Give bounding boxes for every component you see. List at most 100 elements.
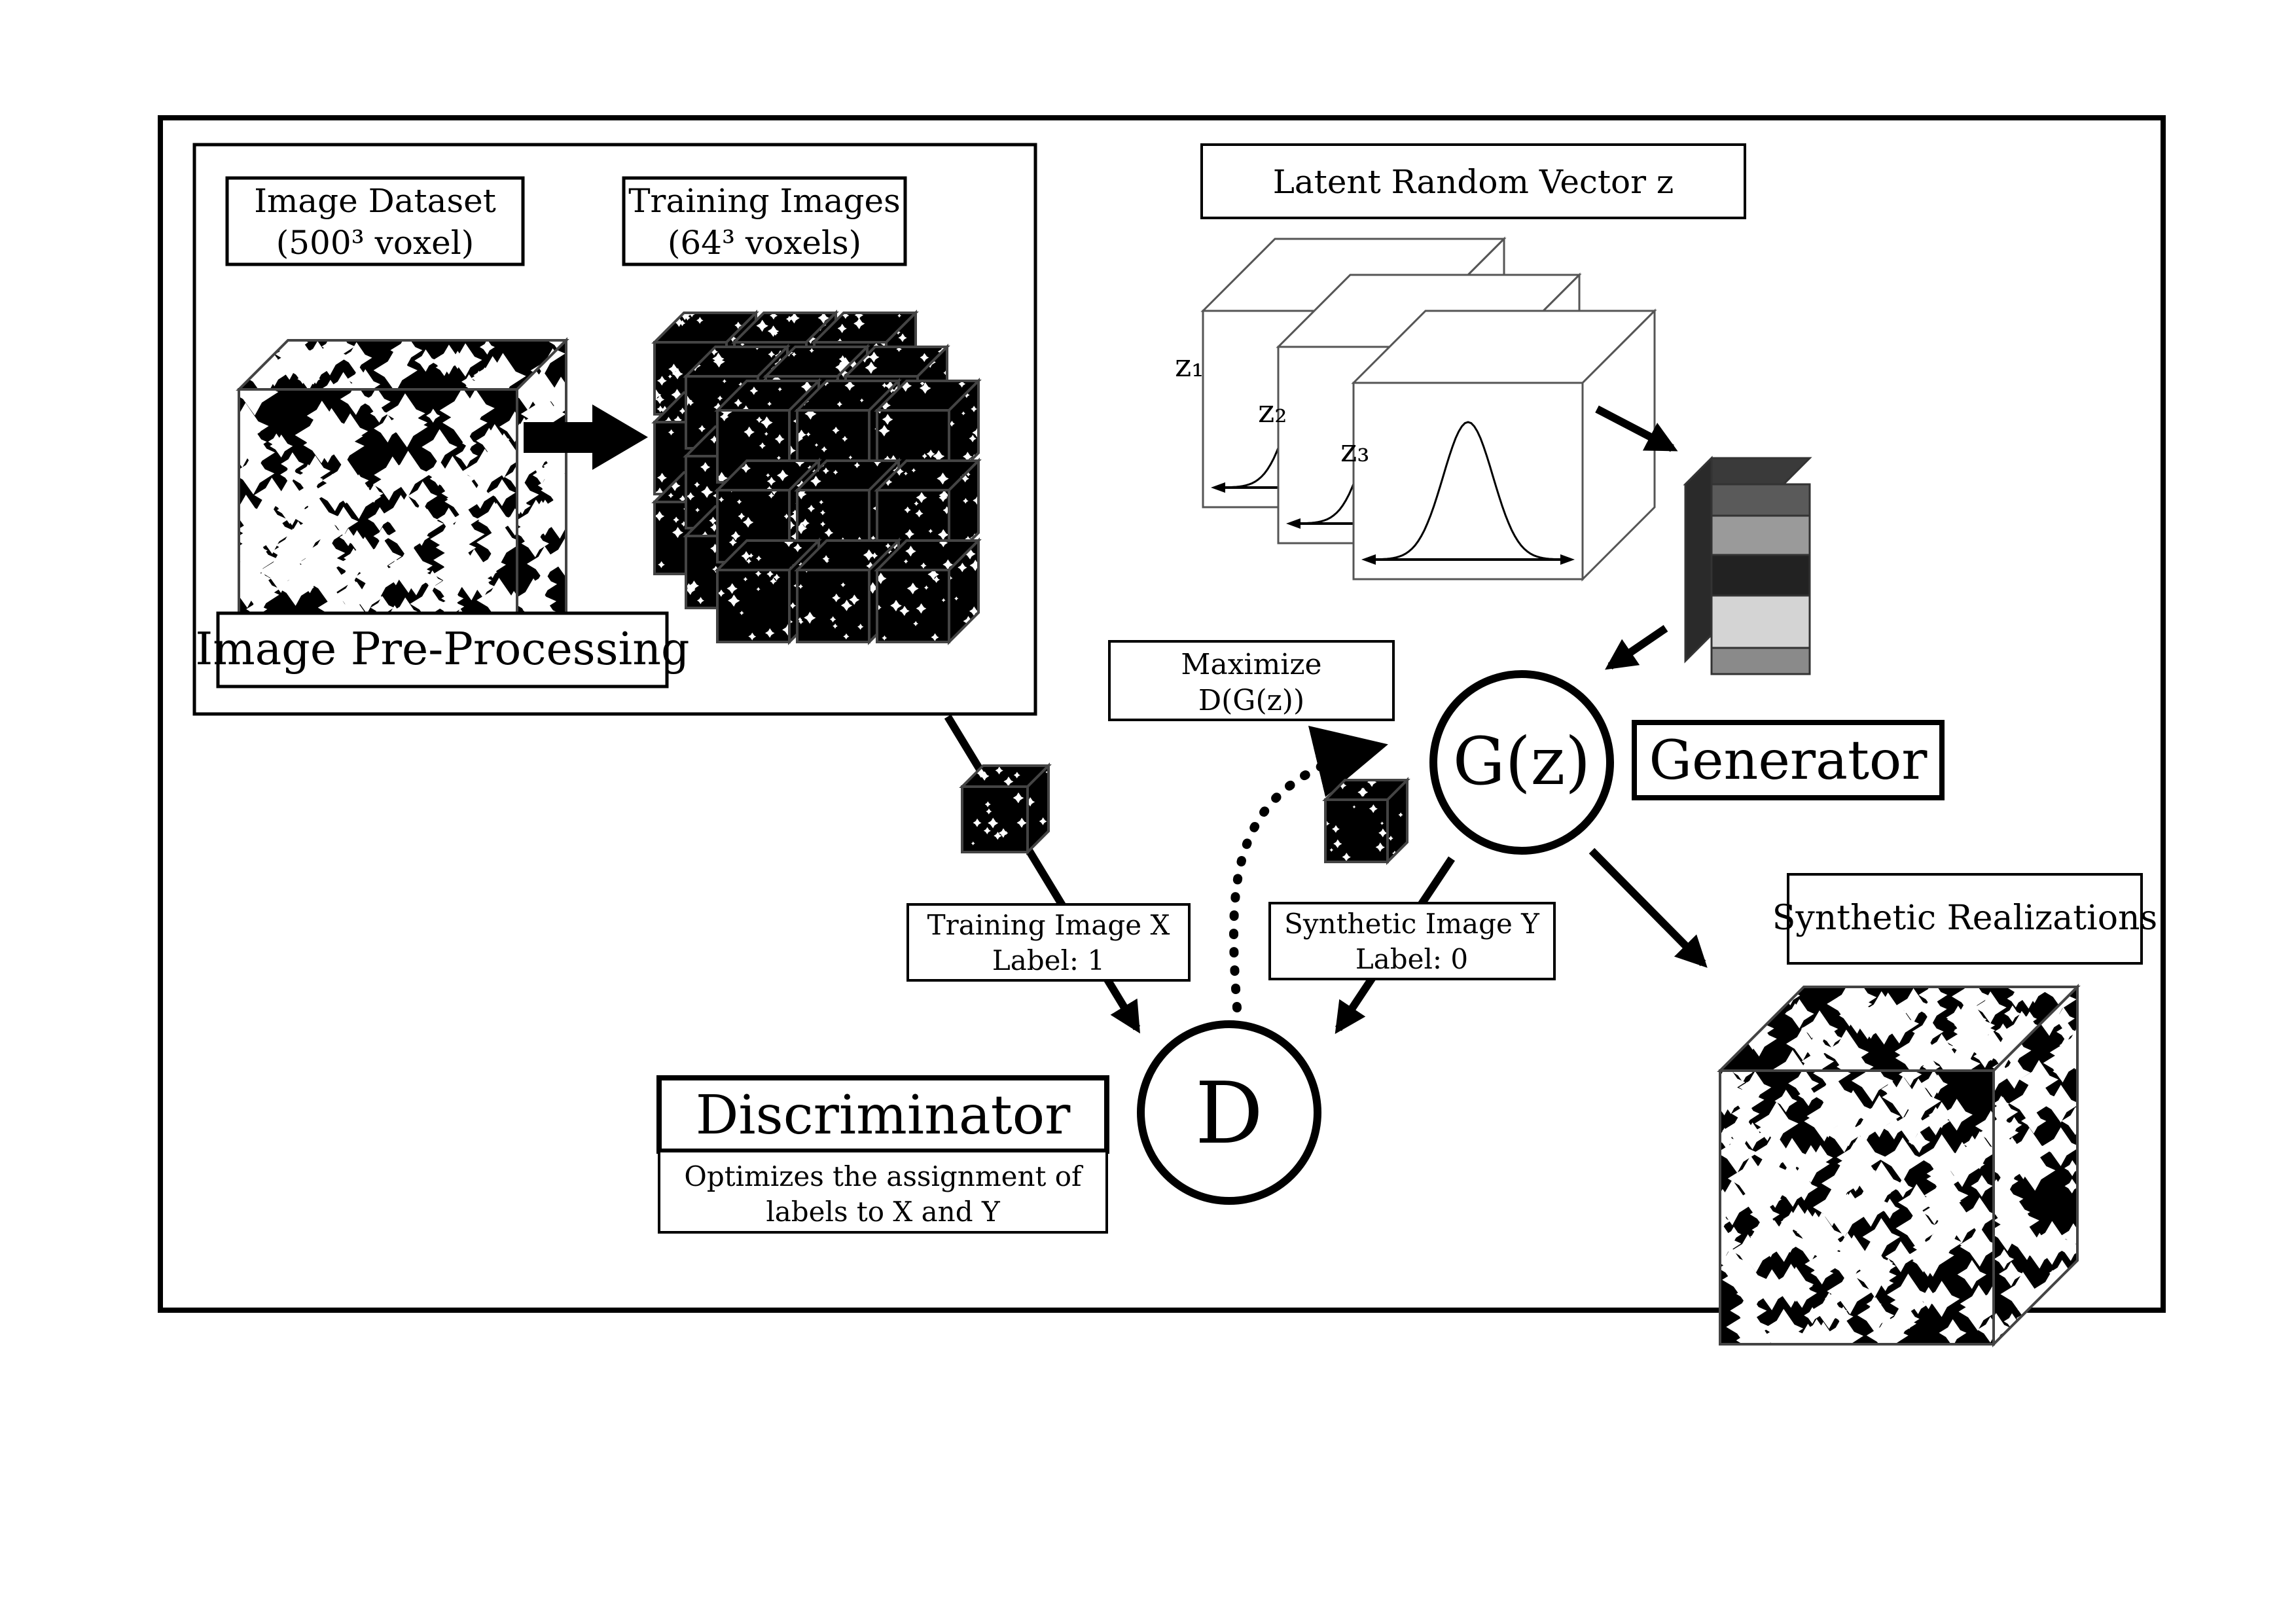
pore-speck xyxy=(429,455,476,502)
pore-speck xyxy=(481,433,517,478)
pore-speck xyxy=(1744,1322,1774,1344)
pore-speck xyxy=(340,389,372,416)
pore-speck xyxy=(1720,1131,1736,1150)
latent-distribution-panels xyxy=(1200,236,1657,582)
pore-speck xyxy=(465,367,504,389)
pore-speck xyxy=(756,587,761,592)
pore-speck xyxy=(386,406,428,448)
pore-speck xyxy=(1879,1198,1900,1219)
pore-speck xyxy=(499,411,517,442)
training-subcube xyxy=(874,457,982,565)
pore-speck xyxy=(1994,1146,2030,1189)
pore-speck xyxy=(1804,1307,1821,1324)
pore-speck xyxy=(2043,987,2077,1010)
pore-speck xyxy=(239,435,259,468)
pore-speck xyxy=(1720,987,1736,1003)
pore-speck xyxy=(2007,990,2025,1008)
dotted-feedback-arrow xyxy=(1229,726,1388,1012)
axis-label-z2: z₂ xyxy=(1258,393,1287,430)
pore-speck xyxy=(791,351,797,357)
pore-speck xyxy=(797,522,808,535)
pore-speck xyxy=(292,493,340,541)
pore-speck xyxy=(896,347,902,352)
pore-speck xyxy=(1899,1071,1922,1086)
pore-speck xyxy=(795,461,805,467)
image-dataset-box xyxy=(225,176,525,266)
latent-vector-box xyxy=(1200,143,1746,219)
pore-speck xyxy=(696,597,704,605)
pore-speck xyxy=(789,602,797,609)
pore-speck xyxy=(963,452,973,461)
pore-speck xyxy=(746,558,752,564)
pore-speck xyxy=(1890,1287,1923,1320)
pore-speck xyxy=(304,532,346,574)
pore-speck xyxy=(885,543,891,549)
pore-speck xyxy=(2052,1007,2075,1030)
pore-speck xyxy=(2067,1053,2077,1070)
pore-speck xyxy=(253,340,270,349)
pore-speck xyxy=(776,469,789,482)
pore-speck xyxy=(1863,1024,1878,1039)
pore-speck xyxy=(1731,1234,1765,1268)
pore-speck xyxy=(838,355,847,363)
pore-speck xyxy=(741,551,751,562)
pore-speck xyxy=(269,340,307,363)
pore-speck xyxy=(865,361,878,374)
pore-speck xyxy=(1911,1234,1954,1277)
pore-speck xyxy=(1866,1314,1909,1344)
gaussian-curve xyxy=(1373,421,1562,561)
pore-speck xyxy=(373,527,391,545)
pore-speck xyxy=(1772,1160,1809,1196)
vector-cell xyxy=(1710,647,1811,675)
pore-speck xyxy=(1895,1205,1943,1252)
pore-speck xyxy=(1753,1164,1797,1208)
vector-cell xyxy=(1710,594,1811,649)
pore-speck xyxy=(798,584,804,589)
cube-side-face xyxy=(949,461,978,562)
pore-speck xyxy=(877,605,882,611)
pore-speck xyxy=(373,348,418,389)
pore-speck xyxy=(842,313,850,319)
pore-speck xyxy=(655,511,665,522)
pore-speck xyxy=(798,619,804,624)
pore-speck xyxy=(949,420,955,427)
pore-speck xyxy=(969,435,977,442)
pore-speck xyxy=(897,313,901,318)
pore-speck xyxy=(1833,1192,1868,1226)
pore-speck xyxy=(289,513,330,554)
pore-speck xyxy=(913,620,919,626)
pore-speck xyxy=(335,422,363,450)
pore-speck xyxy=(962,498,969,504)
pore-speck xyxy=(529,570,558,598)
pore-speck xyxy=(1898,1184,1935,1221)
pore-speck xyxy=(2051,1319,2077,1344)
pore-speck xyxy=(1994,1123,2017,1160)
pore-speck xyxy=(1738,1071,1772,1104)
cube-side-face xyxy=(1388,780,1407,862)
pore-speck xyxy=(764,431,768,436)
training-image-label: Training Image X xyxy=(927,909,1170,941)
pore-speck xyxy=(1827,1268,1874,1315)
pore-speck xyxy=(919,382,931,394)
pore-speck xyxy=(672,368,683,380)
latent-panel xyxy=(1351,308,1657,582)
discriminator-description-line1: Optimizes the assignment of xyxy=(684,1160,1084,1192)
pore-speck xyxy=(1810,1321,1837,1344)
pore-speck xyxy=(1994,1096,2009,1112)
pore-speck xyxy=(658,561,665,569)
pore-speck xyxy=(517,499,559,545)
pore-speck xyxy=(730,531,741,541)
pore-speck xyxy=(797,490,807,500)
pore-speck xyxy=(741,463,751,473)
pore-speck xyxy=(321,340,355,363)
cube-top-face xyxy=(734,313,836,342)
pore-speck xyxy=(1774,1090,1797,1113)
pore-speck xyxy=(888,387,895,393)
pore-speck xyxy=(895,467,904,476)
pore-speck xyxy=(1912,1016,1944,1048)
pore-speck xyxy=(1928,1101,1955,1128)
pore-speck xyxy=(961,411,965,416)
pore-speck xyxy=(701,486,713,498)
pore-speck xyxy=(2064,1160,2077,1177)
cube-front-face xyxy=(877,570,949,642)
